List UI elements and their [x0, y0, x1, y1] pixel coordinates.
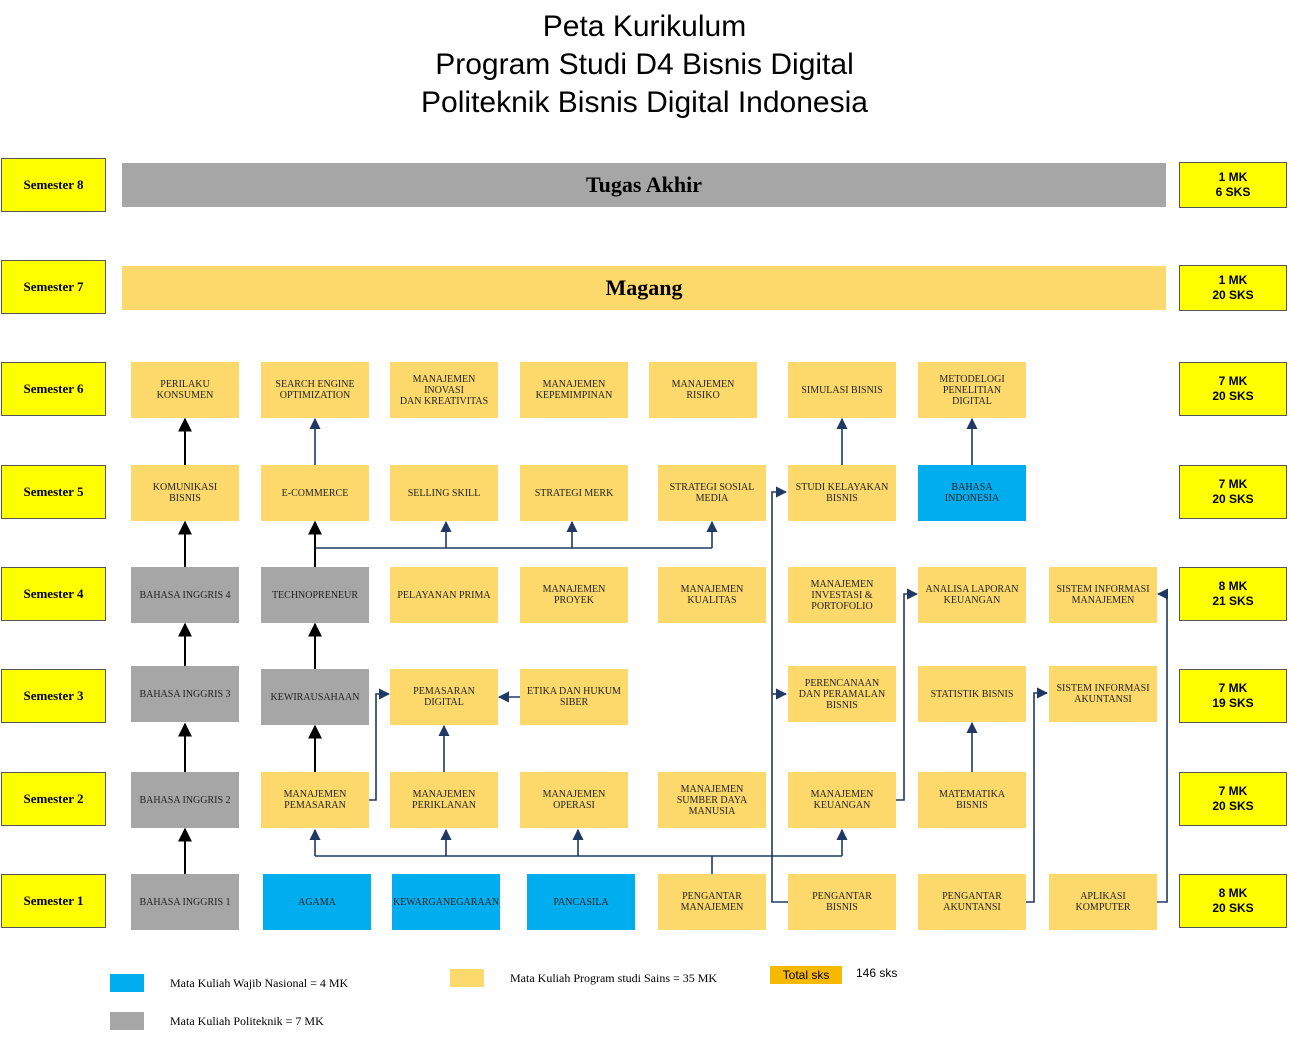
- page-title-line2: Program Studi D4 Bisnis Digital: [435, 48, 854, 81]
- arrow-mankeu-analisa: [896, 588, 919, 801]
- course-manajemen-pemasaran: MANAJEMEN PEMASARAN: [261, 772, 369, 828]
- course-pengantar-manajemen: PENGANTAR MANAJEMEN: [658, 874, 766, 930]
- course-perilaku-konsumen: PERILAKU KONSUMEN: [131, 362, 239, 418]
- course-metodelogi-penelitian: METODELOGI PENELITIAN DIGITAL: [918, 362, 1026, 418]
- course-pancasila: PANCASILA: [527, 874, 635, 930]
- course-bahasa-inggris-1: BAHASA INGGRIS 1: [131, 874, 239, 930]
- tugas-akhir-band: Tugas Akhir: [122, 163, 1166, 207]
- course-agama: AGAMA: [263, 874, 371, 930]
- semester-8-label: Semester 8: [1, 158, 106, 212]
- arrow-aplikom-sim: [1156, 588, 1169, 903]
- sks-count: 20 SKS: [1212, 901, 1254, 915]
- course-search-engine-optimization: SEARCH ENGINE OPTIMIZATION: [261, 362, 369, 418]
- magang-band: Magang: [122, 266, 1166, 310]
- course-manajemen-proyek: MANAJEMEN PROYEK: [520, 567, 628, 623]
- arrow-manpem-pemdig: [369, 688, 391, 801]
- total-sks-value: 146 sks: [856, 966, 898, 980]
- total-sks-label: Total sks: [770, 966, 842, 984]
- course-manajemen-periklanan: MANAJEMEN PERIKLANAN: [390, 772, 498, 828]
- course-selling-skill: SELLING SKILL: [390, 465, 498, 521]
- legend-politeknik-swatch: [110, 1012, 144, 1030]
- page-title-line1: Peta Kurikulum: [542, 10, 747, 43]
- course-manajemen-kepemimpinan: MANAJEMEN KEPEMIMPINAN: [520, 362, 628, 418]
- course-analisa-laporan-keuangan: ANALISA LAPORAN KEUANGAN: [918, 567, 1026, 623]
- course-manajemen-operasi: MANAJEMEN OPERASI: [520, 772, 628, 828]
- mk-count: 8 MK: [1218, 886, 1248, 900]
- course-manajemen-risiko: MANAJEMEN RISIKO: [649, 362, 757, 418]
- page-title-line3: Politeknik Bisnis Digital Indonesia: [421, 86, 868, 119]
- sks-count: 19 SKS: [1212, 696, 1254, 710]
- sks-count: 20 SKS: [1212, 389, 1254, 403]
- course-e-commerce: E-COMMERCE: [261, 465, 369, 521]
- mk-count: 7 MK: [1218, 477, 1248, 491]
- course-kewarganegaraan: KEWARGANEGARAAN: [392, 874, 500, 930]
- mk-count: 7 MK: [1218, 681, 1248, 695]
- course-manajemen-keuangan: MANAJEMEN KEUANGAN: [788, 772, 896, 828]
- course-komunikasi-bisnis: KOMUNIKASI BISNIS: [131, 465, 239, 521]
- course-kewirausahaan: KEWIRAUSAHAAN: [261, 669, 369, 725]
- course-statistik-bisnis: STATISTIK BISNIS: [918, 666, 1026, 722]
- course-pelayanan-prima: PELAYANAN PRIMA: [390, 567, 498, 623]
- sks-count: 6 SKS: [1215, 185, 1251, 199]
- semester-5-label: Semester 5: [1, 465, 106, 519]
- semester-7-label: Semester 7: [1, 260, 106, 314]
- course-studi-kelayakan-bisnis: STUDI KELAYAKAN BISNIS: [788, 465, 896, 521]
- course-manajemen-sdm: MANAJEMEN SUMBER DAYA MANUSIA: [658, 772, 766, 828]
- course-bahasa-inggris-3: BAHASA INGGRIS 3: [131, 666, 239, 722]
- arrow-akuntansi-sia: [1026, 687, 1049, 903]
- legend-prodi-swatch: [450, 969, 484, 987]
- arrow-pb-skb: [771, 486, 788, 903]
- semester-6-label: Semester 6: [1, 362, 106, 416]
- course-perencanaan-peramalan: PERENCANAAN DAN PERAMALAN BISNIS: [788, 666, 896, 722]
- mk-count: 7 MK: [1218, 374, 1248, 388]
- sks-count: 20 SKS: [1212, 492, 1254, 506]
- course-aplikasi-komputer: APLIKASI KOMPUTER: [1049, 874, 1157, 930]
- course-matematika-bisnis: MATEMATIKA BISNIS: [918, 772, 1026, 828]
- course-bahasa-indonesia: BAHASA INDONESIA: [918, 465, 1026, 521]
- legend-wajib-text: Mata Kuliah Wajib Nasional = 4 MK: [170, 976, 349, 990]
- course-manajemen-investasi: MANAJEMEN INVESTASI & PORTOFOLIO: [788, 567, 896, 623]
- mk-count: 8 MK: [1218, 579, 1248, 593]
- sks-count: 20 SKS: [1212, 799, 1254, 813]
- course-sistem-informasi-akuntansi: SISTEM INFORMASI AKUNTANSI: [1049, 666, 1157, 722]
- legend-prodi-text: Mata Kuliah Program studi Sains = 35 MK: [510, 971, 718, 985]
- legend-politeknik-text: Mata Kuliah Politeknik = 7 MK: [170, 1014, 324, 1028]
- legend-wajib-swatch: [110, 974, 144, 992]
- course-bahasa-inggris-4: BAHASA INGGRIS 4: [131, 567, 239, 623]
- sks-count: 21 SKS: [1212, 594, 1254, 608]
- mk-count: 1 MK: [1218, 170, 1248, 184]
- semester-2-label: Semester 2: [1, 772, 106, 826]
- course-bahasa-inggris-2: BAHASA INGGRIS 2: [131, 772, 239, 828]
- course-manajemen-inovasi: MANAJEMEN INOVASI DAN KREATIVITAS: [390, 362, 498, 418]
- sks-count: 20 SKS: [1212, 288, 1254, 302]
- semester-4-label: Semester 4: [1, 567, 106, 621]
- course-etika-hukum-siber: ETIKA DAN HUKUM SIBER: [520, 669, 628, 725]
- course-strategi-merk: STRATEGI MERK: [520, 465, 628, 521]
- semester-1-label: Semester 1: [1, 874, 106, 928]
- course-pengantar-bisnis: PENGANTAR BISNIS: [788, 874, 896, 930]
- course-technopreneur: TECHNOPRENEUR: [261, 567, 369, 623]
- semester-3-label: Semester 3: [1, 669, 106, 723]
- course-sistem-informasi-manajemen: SISTEM INFORMASI MANAJEMEN: [1049, 567, 1157, 623]
- course-pengantar-akuntansi: PENGANTAR AKUNTANSI: [918, 874, 1026, 930]
- course-pemasaran-digital: PEMASARAN DIGITAL: [390, 669, 498, 725]
- mk-count: 1 MK: [1218, 273, 1248, 287]
- course-strategi-sosial-media: STRATEGI SOSIAL MEDIA: [658, 465, 766, 521]
- mk-count: 7 MK: [1218, 784, 1248, 798]
- course-manajemen-kualitas: MANAJEMEN KUALITAS: [658, 567, 766, 623]
- course-simulasi-bisnis: SIMULASI BISNIS: [788, 362, 896, 418]
